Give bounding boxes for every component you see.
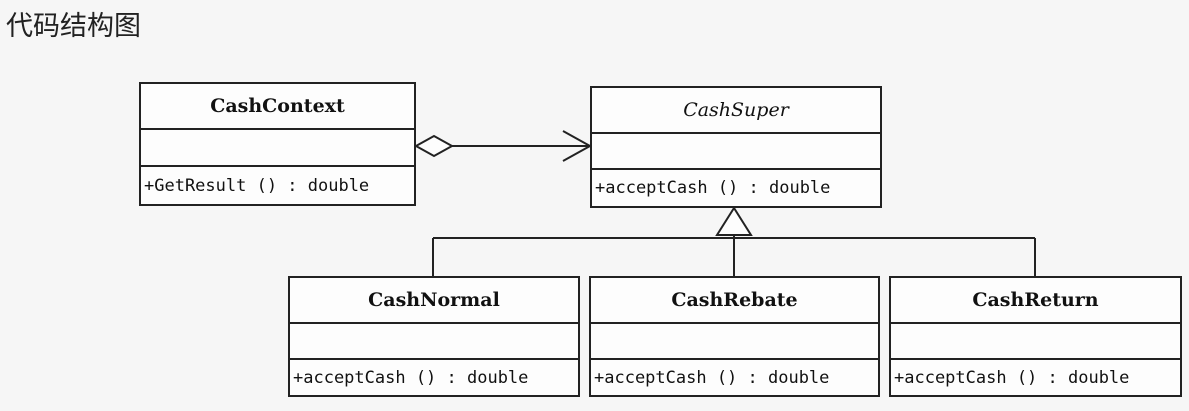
- class-cashreturn: CashReturn +acceptCash () : double: [889, 276, 1182, 397]
- class-cashcontext: CashContext +GetResult () : double: [139, 82, 416, 206]
- class-cashrebate: CashRebate +acceptCash () : double: [589, 276, 880, 397]
- operation: +acceptCash () : double: [591, 358, 878, 395]
- attributes-compartment: [141, 128, 414, 165]
- attributes-compartment: [891, 322, 1180, 358]
- operation: +acceptCash () : double: [290, 358, 578, 395]
- class-name: CashNormal: [368, 289, 500, 311]
- class-name: CashReturn: [972, 289, 1099, 311]
- class-name: CashSuper: [683, 99, 789, 121]
- attributes-compartment: [591, 322, 878, 358]
- class-name: CashRebate: [671, 289, 798, 311]
- attributes-compartment: [290, 322, 578, 358]
- operation: +acceptCash () : double: [891, 358, 1180, 395]
- diagram-title: 代码结构图: [6, 11, 141, 42]
- operation: +GetResult () : double: [141, 165, 414, 204]
- generalization-triangle: [715, 206, 753, 236]
- attributes-compartment: [592, 132, 880, 168]
- class-cashsuper: CashSuper +acceptCash () : double: [590, 86, 882, 208]
- class-name: CashContext: [210, 95, 345, 117]
- operation: +acceptCash () : double: [592, 168, 880, 206]
- aggregation-diamond: [413, 134, 455, 158]
- class-cashnormal: CashNormal +acceptCash () : double: [288, 276, 580, 397]
